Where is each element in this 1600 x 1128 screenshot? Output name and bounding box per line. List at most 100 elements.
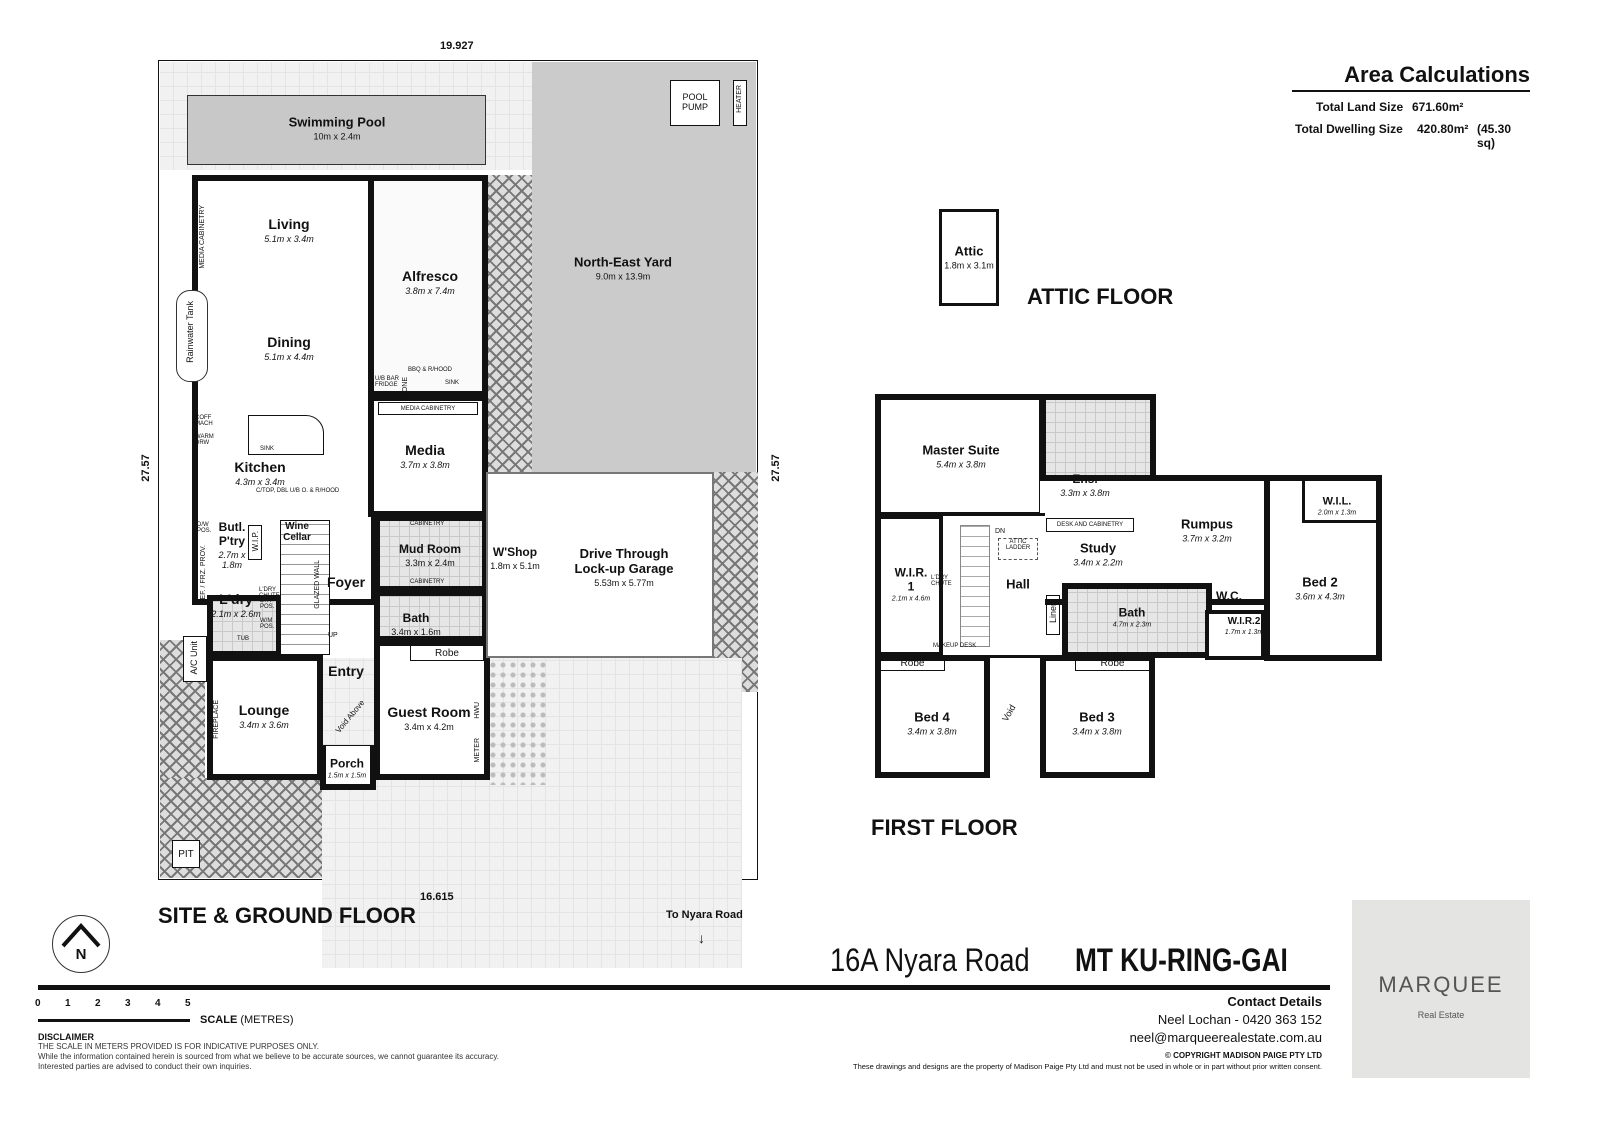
attic-dim: 1.8m x 3.1m (944, 260, 994, 271)
garden-strip-east (486, 175, 532, 472)
bed2-name: Bed 2 (1302, 574, 1338, 590)
wil-dim: 2.0m x 1.3m (1317, 509, 1357, 517)
rainwater-label: Rainwater Tank (185, 301, 195, 363)
contact-email[interactable]: neel@marqueerealestate.com.au (1129, 1030, 1322, 1045)
fireplace-note: FIREPLACE (213, 700, 220, 739)
bar-fridge-note: U/B BAR FRIDGE (375, 376, 400, 388)
hall-stair (940, 513, 1045, 658)
media-cabinetry-note: MEDIA CABINETRY (199, 205, 206, 269)
laundry-room (207, 595, 282, 657)
garage (486, 472, 714, 658)
garage-name: Drive Through Lock-up Garage (574, 546, 674, 576)
kitchen-name: Kitchen (234, 459, 286, 475)
attic-ladder: ATTIC LADDER (998, 538, 1038, 560)
chute-note: L'DRY CHUTE (931, 575, 952, 587)
land-size-label: Total Land Size (1316, 100, 1404, 114)
kitchen-island (248, 415, 324, 455)
dimension-top: 19.927 (440, 40, 474, 52)
bed4-robe-label: Robe (900, 658, 925, 669)
ens-dim: 3.3m x 3.8m (1060, 488, 1110, 498)
attic-name: Attic (954, 243, 984, 259)
workshop-name: W'Shop (492, 545, 538, 559)
master-name: Master Suite (922, 442, 1000, 458)
contact-title: Contact Details (1227, 994, 1322, 1009)
linen: Linen (1046, 595, 1060, 635)
scale-label: (METRES) (240, 1014, 294, 1026)
laundry-chute-note: L'DRY CHUTE (259, 587, 280, 599)
pit: PIT (172, 840, 200, 868)
media-name: Media (405, 442, 445, 458)
bed4-dim: 3.4m x 3.8m (907, 726, 957, 737)
first-floor-title: FIRST FLOOR (871, 815, 1018, 840)
bath-room (374, 590, 488, 642)
rumpus-name: Rumpus (1181, 516, 1233, 532)
scale-tick: 5 (185, 998, 191, 1009)
heater: HEATER (733, 80, 747, 126)
pool-name: Swimming Pool (288, 114, 386, 130)
wine-cellar-name: Wine Cellar (283, 521, 311, 543)
scale-tick: 2 (95, 998, 101, 1009)
north-compass-icon: N (52, 915, 110, 973)
wc-name: W.C. (1216, 589, 1242, 603)
media-room (368, 395, 488, 517)
dimension-right: 27.57 (769, 454, 782, 482)
laundry-dim: 2.1m x 2.6m (211, 609, 261, 619)
porch (320, 745, 376, 790)
meter-note: METER (474, 738, 481, 763)
disclaimer-line: THE SCALE IN METERS PROVIDED IS FOR INDI… (38, 1042, 319, 1051)
ac-unit: A/C Unit (183, 636, 207, 682)
up-note: UP (328, 632, 338, 639)
scale-label-bold: SCALE (200, 1014, 238, 1026)
lounge-dim: 3.4m x 3.6m (239, 720, 289, 730)
alfresco-room (368, 175, 488, 397)
bed3-name: Bed 3 (1079, 709, 1115, 725)
butler-dim: 2.7m x 1.8m (218, 550, 246, 570)
void-note: Void (1000, 702, 1018, 724)
pool-dim: 10m x 2.4m (313, 131, 361, 142)
divider-rule (38, 985, 1330, 990)
dishwasher-note: D/W POS. (197, 522, 212, 534)
address-suburb: MT KU-RING-GAI (1075, 942, 1288, 978)
guest-room (374, 640, 490, 780)
area-title: Area Calculations (1292, 62, 1530, 92)
makeup-desk-note: MAKEUP DESK (933, 643, 977, 649)
scale-bar: 0 1 2 3 4 5 SCALE (METRES) (35, 998, 298, 1028)
cabinetry-bottom: CABINETRY (410, 579, 445, 585)
warming-drawer-note: WARM DRW (195, 434, 214, 446)
north-label: N (75, 946, 87, 963)
hall-name: Hall (1006, 576, 1030, 592)
butler-name: Butl. P'try (218, 520, 246, 548)
scale-tick: 4 (155, 998, 161, 1009)
brand-sub: Real Estate (1417, 1010, 1465, 1020)
linen-label: Linen (1048, 601, 1058, 624)
wil (1302, 475, 1382, 523)
dwelling-size-label: Total Dwelling Size (1295, 122, 1403, 136)
wip: W.I.P. (248, 525, 262, 560)
media-cabinetry: MEDIA CABINETRY (378, 402, 478, 415)
arrow-down-icon: ↓ (698, 930, 705, 946)
garden-strip-garage (712, 472, 758, 692)
contact-details: Contact Details Neel Lochan - 0420 363 1… (853, 994, 1322, 1071)
scale-tick: 0 (35, 998, 41, 1009)
study-name: Study (1079, 540, 1117, 556)
island-sink-note: SINK (260, 446, 275, 452)
bed4 (875, 655, 990, 778)
living-dim: 5.1m x 3.4m (264, 234, 314, 244)
dryer-note: DRY POS. (260, 598, 275, 610)
living-name: Living (268, 216, 310, 232)
copyright: © COPYRIGHT MADISON PAIGE PTY LTD (1164, 1051, 1322, 1060)
mud-room (374, 515, 488, 592)
hwu-note: HWU (474, 702, 481, 719)
heater-label: HEATER (736, 85, 743, 113)
kitchen-dim: 4.3m x 3.4m (235, 477, 285, 487)
cabinetry-top: CABINETRY (410, 521, 445, 527)
garden-bed (488, 640, 548, 785)
porch-name: Porch (329, 756, 365, 771)
brand-logo: MARQUEE Real Estate (1352, 900, 1530, 1078)
to-nyara-road: To Nyara Road (666, 909, 743, 921)
tub-note: TUB (237, 636, 249, 642)
stair (280, 520, 330, 655)
bed3-robe: Robe (1075, 655, 1150, 671)
pool-pump-label: POOL PUMP (681, 92, 708, 112)
bed2 (1264, 475, 1382, 661)
